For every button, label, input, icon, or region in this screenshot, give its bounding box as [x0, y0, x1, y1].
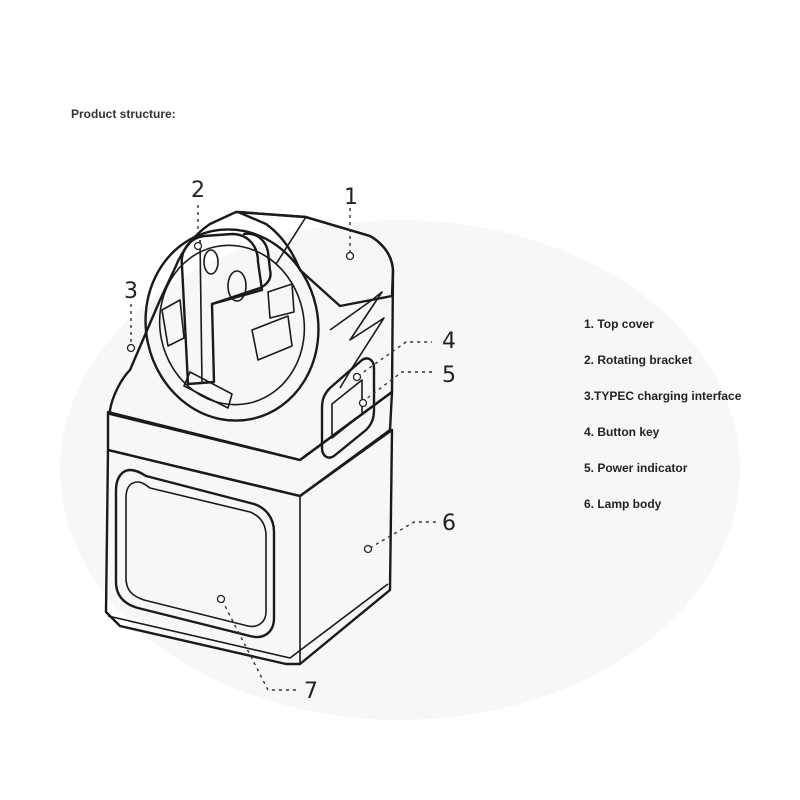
legend-item-top-cover: 1. Top cover — [584, 317, 654, 331]
callout-4: 4 — [442, 329, 456, 354]
callout-numbers: 2 1 3 4 5 6 7 — [124, 178, 456, 704]
leader-lines — [130, 205, 436, 691]
legend-item-power-indicator: 5. Power indicator — [584, 461, 688, 475]
callout-7: 7 — [304, 679, 318, 704]
callout-6: 6 — [442, 511, 456, 536]
callout-3: 3 — [124, 279, 138, 304]
background-shade — [60, 220, 740, 720]
legend-item-rotating-bracket: 2. Rotating bracket — [584, 353, 693, 367]
legend-item-typec-interface: 3.TYPEC charging interface — [584, 389, 742, 403]
legend-item-lamp-body: 6. Lamp body — [584, 497, 662, 511]
callout-5: 5 — [442, 363, 456, 388]
parts-legend: 1. Top cover 2. Rotating bracket 3.TYPEC… — [584, 316, 741, 532]
callout-dots — [126, 241, 373, 604]
callout-2: 2 — [191, 178, 205, 203]
legend-item-button-key: 4. Button key — [584, 425, 660, 439]
page-heading: Product structure: — [71, 107, 176, 121]
callout-1: 1 — [344, 185, 358, 210]
lamp-body — [104, 210, 395, 666]
